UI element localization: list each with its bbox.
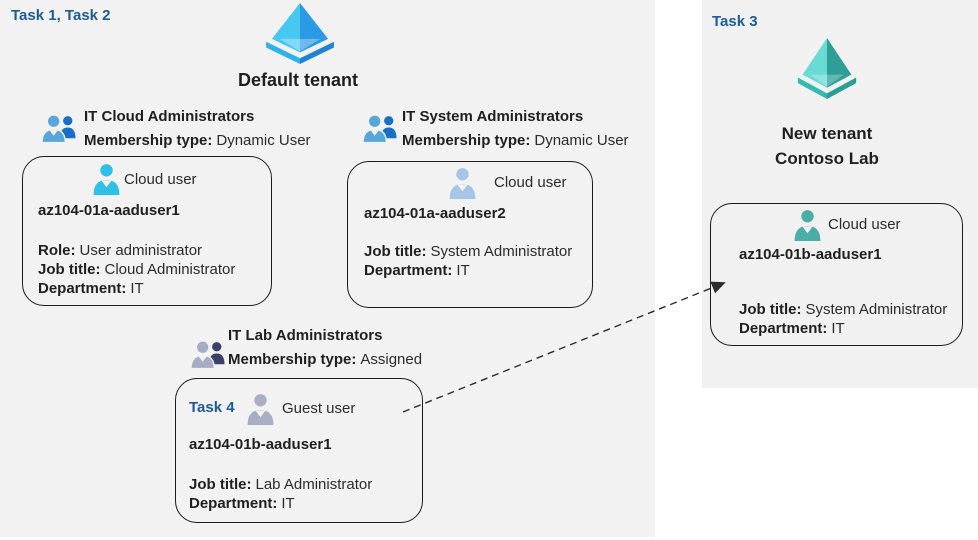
group-name-it-cloud-administrators: IT Cloud Administrators bbox=[84, 108, 255, 125]
user-card-new-tenant-cloud-user: Cloud user az104-01b-aaduser1 Job title:… bbox=[710, 203, 963, 346]
card-type-label: Cloud user bbox=[828, 216, 901, 233]
field-department: Department:IT bbox=[364, 262, 470, 279]
membership-type-label: Membership type: bbox=[402, 132, 531, 149]
cloud-user-icon-cyan bbox=[92, 162, 121, 195]
group-membership-type: Membership type:Assigned bbox=[228, 351, 422, 368]
cloud-user-icon-teal bbox=[793, 208, 822, 241]
default-tenant-panel bbox=[0, 0, 655, 537]
field-job-title: Job title:System Administrator bbox=[364, 243, 573, 260]
user-fields: Job title:System Administrator Departmen… bbox=[739, 300, 947, 338]
new-tenant-title-line1: New tenant bbox=[781, 124, 873, 143]
user-fields: Job title:Lab Administrator Department:I… bbox=[189, 475, 372, 513]
guest-user-icon-gray bbox=[246, 392, 275, 425]
user-fields: Role:User administrator Job title:Cloud … bbox=[38, 241, 235, 298]
group-icon-blue bbox=[41, 112, 78, 145]
card-type-label: Cloud user bbox=[124, 171, 197, 188]
card-type-label: Guest user bbox=[282, 400, 356, 417]
task-3-label: Task 3 bbox=[712, 13, 758, 30]
field-job-title: Job title:System Administrator bbox=[739, 301, 948, 318]
group-name-it-system-administrators: IT System Administrators bbox=[402, 108, 584, 125]
azure-ad-tenant-icon-teal bbox=[796, 36, 858, 102]
group-name-it-lab-administrators: IT Lab Administrators bbox=[228, 327, 383, 344]
membership-type-value: Dynamic User bbox=[216, 132, 311, 149]
group-icon-navy bbox=[190, 338, 227, 371]
user-name: az104-01b-aaduser1 bbox=[189, 436, 332, 453]
field-job-title: Job title:Cloud Administrator bbox=[38, 261, 236, 278]
field-department: Department:IT bbox=[739, 320, 845, 337]
user-card-cloud-user-1: Cloud user az104-01a-aaduser1 Role:User … bbox=[22, 156, 272, 306]
field-role: Role:User administrator bbox=[38, 242, 203, 259]
user-name: az104-01b-aaduser1 bbox=[739, 246, 882, 263]
user-name: az104-01a-aaduser2 bbox=[364, 205, 506, 222]
membership-type-value: Assigned bbox=[360, 351, 423, 368]
membership-type-value: Dynamic User bbox=[534, 132, 629, 149]
membership-type-label: Membership type: bbox=[84, 132, 213, 149]
user-name: az104-01a-aaduser1 bbox=[38, 202, 180, 219]
cloud-user-icon-pale-blue bbox=[448, 166, 477, 199]
group-membership-type: Membership type:Dynamic User bbox=[84, 132, 311, 149]
user-card-guest-user: Task 4 Guest user az104-01b-aaduser1 Job… bbox=[175, 378, 423, 523]
field-job-title: Job title:Lab Administrator bbox=[189, 476, 373, 493]
task-4-label: Task 4 bbox=[189, 399, 235, 416]
card-type-label: Cloud user bbox=[494, 174, 567, 191]
task-1-2-label: Task 1, Task 2 bbox=[11, 7, 111, 24]
user-fields: Job title:System Administrator Departmen… bbox=[364, 242, 572, 280]
group-icon-blue bbox=[362, 112, 399, 145]
group-membership-type: Membership type:Dynamic User bbox=[402, 132, 629, 149]
field-department: Department:IT bbox=[38, 280, 144, 297]
membership-type-label: Membership type: bbox=[228, 351, 357, 368]
default-tenant-title: Default tenant bbox=[237, 70, 358, 90]
field-department: Department:IT bbox=[189, 495, 295, 512]
new-tenant-title-line2: Contoso Lab bbox=[775, 149, 879, 168]
azure-ad-tenant-icon-blue bbox=[262, 2, 338, 64]
user-card-cloud-user-2: Cloud user az104-01a-aaduser2 Job title:… bbox=[347, 161, 593, 308]
